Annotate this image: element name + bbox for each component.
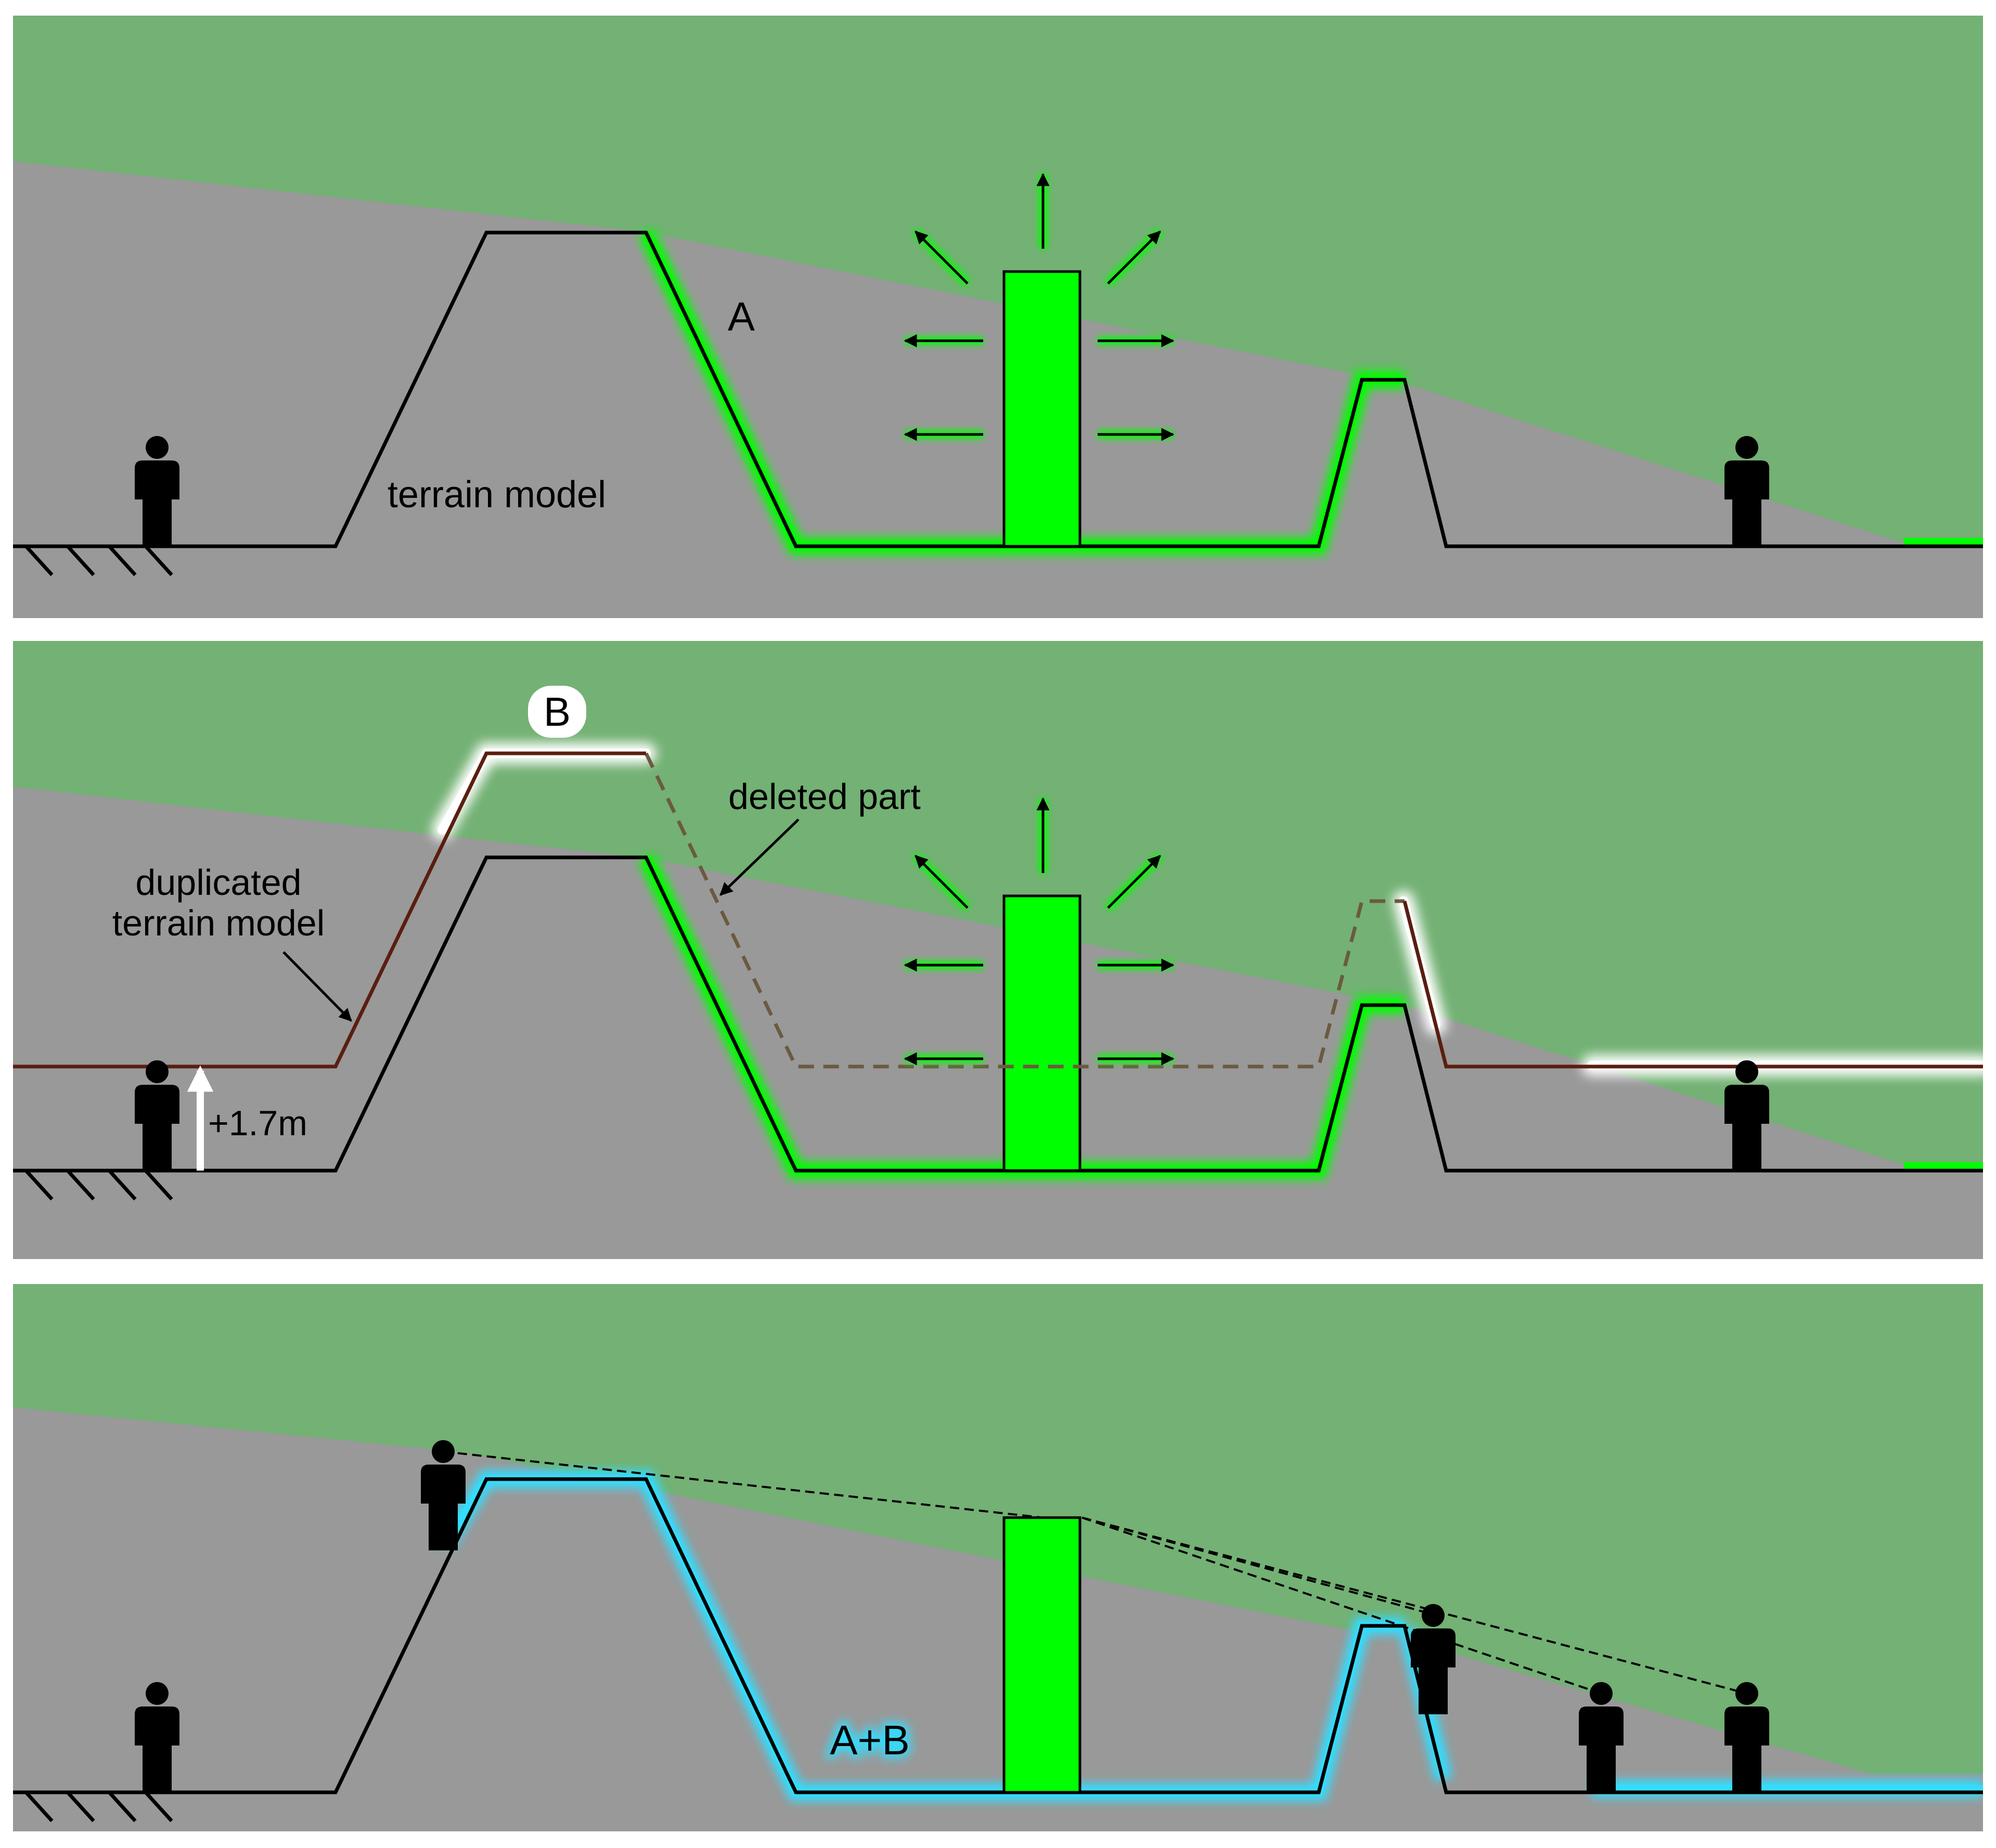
label-area-a-b: A+B [830, 1717, 909, 1763]
label-deleted-part: deleted part [728, 776, 921, 817]
panel-3: A+B A+B [13, 1284, 1983, 1831]
duplicated-pointer [282, 951, 352, 1022]
label-area-b: B [544, 689, 571, 735]
panel-2: B deleted part duplicated terrain model … [13, 641, 1983, 1259]
ground-hatch-icon [24, 545, 173, 576]
tower-icon [1002, 894, 1081, 1172]
label-area-a-b-glow: A+B [830, 1717, 909, 1763]
label-b-box [528, 686, 586, 738]
ground-hatch-icon [24, 1791, 173, 1823]
deleted-part-line [644, 752, 1405, 1069]
arrow-icon [904, 797, 1175, 1066]
label-duplicated-1: duplicated [135, 862, 301, 903]
tower-icon [1002, 1516, 1081, 1794]
tower-icon [1002, 270, 1081, 548]
terrain-model [13, 233, 1983, 618]
label-terrain-model: terrain model [388, 474, 606, 516]
sight-lines [443, 1451, 1747, 1695]
label-area-a: A [728, 293, 755, 339]
panel-1: A terrain model [13, 16, 1983, 618]
terrain-model [13, 1479, 1983, 1831]
arrow-icon [904, 173, 1175, 441]
label-offset: +1.7m [208, 1103, 307, 1143]
terrain-model [13, 857, 1983, 1259]
ground-hatch-icon [24, 1169, 173, 1201]
label-duplicated-2: terrain model [112, 903, 325, 943]
duplicated-terrain-line [13, 751, 1983, 1069]
deleted-part-pointer [719, 818, 800, 896]
